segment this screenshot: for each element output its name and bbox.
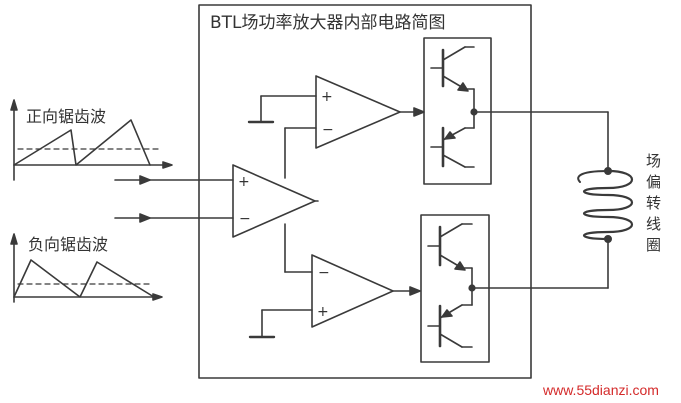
lower-opamp-plus-sign: +	[317, 304, 329, 320]
negative-sawtooth-graph	[10, 233, 163, 303]
watermark: www.55dianzi.com	[542, 382, 659, 398]
diagram-title: BTL场功率放大器内部电路简图	[210, 13, 446, 33]
coil-label-char-3: 转	[646, 194, 661, 212]
coil-label-char-2: 偏	[646, 173, 661, 191]
input-opamp-minus-sign: −	[239, 211, 251, 227]
deflection-coil	[577, 167, 633, 244]
upper-opamp-plus-sign: +	[321, 89, 333, 105]
negative-sawtooth-label: 负向锯齿波	[28, 235, 108, 254]
lower-transistor-pair	[420, 214, 490, 363]
positive-sawtooth-label: 正向锯齿波	[26, 107, 106, 126]
positive-sawtooth-wave	[13, 119, 151, 166]
upper-opamp-minus-sign: −	[322, 122, 334, 138]
amplifier-block-border	[198, 4, 532, 379]
lower-opamp	[311, 254, 394, 328]
coil-label-char-4: 线	[646, 215, 661, 233]
negative-sawtooth-wave	[13, 259, 155, 298]
coil-label-char-5: 圈	[646, 236, 661, 254]
coil-label-char-1: 场	[646, 152, 661, 170]
positive-sawtooth-graph	[10, 99, 173, 181]
input-opamp	[232, 164, 316, 238]
lower-opamp-minus-sign: −	[318, 265, 330, 281]
input-arrows	[114, 175, 234, 223]
upper-transistor-pair	[423, 37, 492, 185]
input-opamp-plus-sign: +	[238, 174, 250, 190]
upper-opamp	[315, 75, 401, 149]
